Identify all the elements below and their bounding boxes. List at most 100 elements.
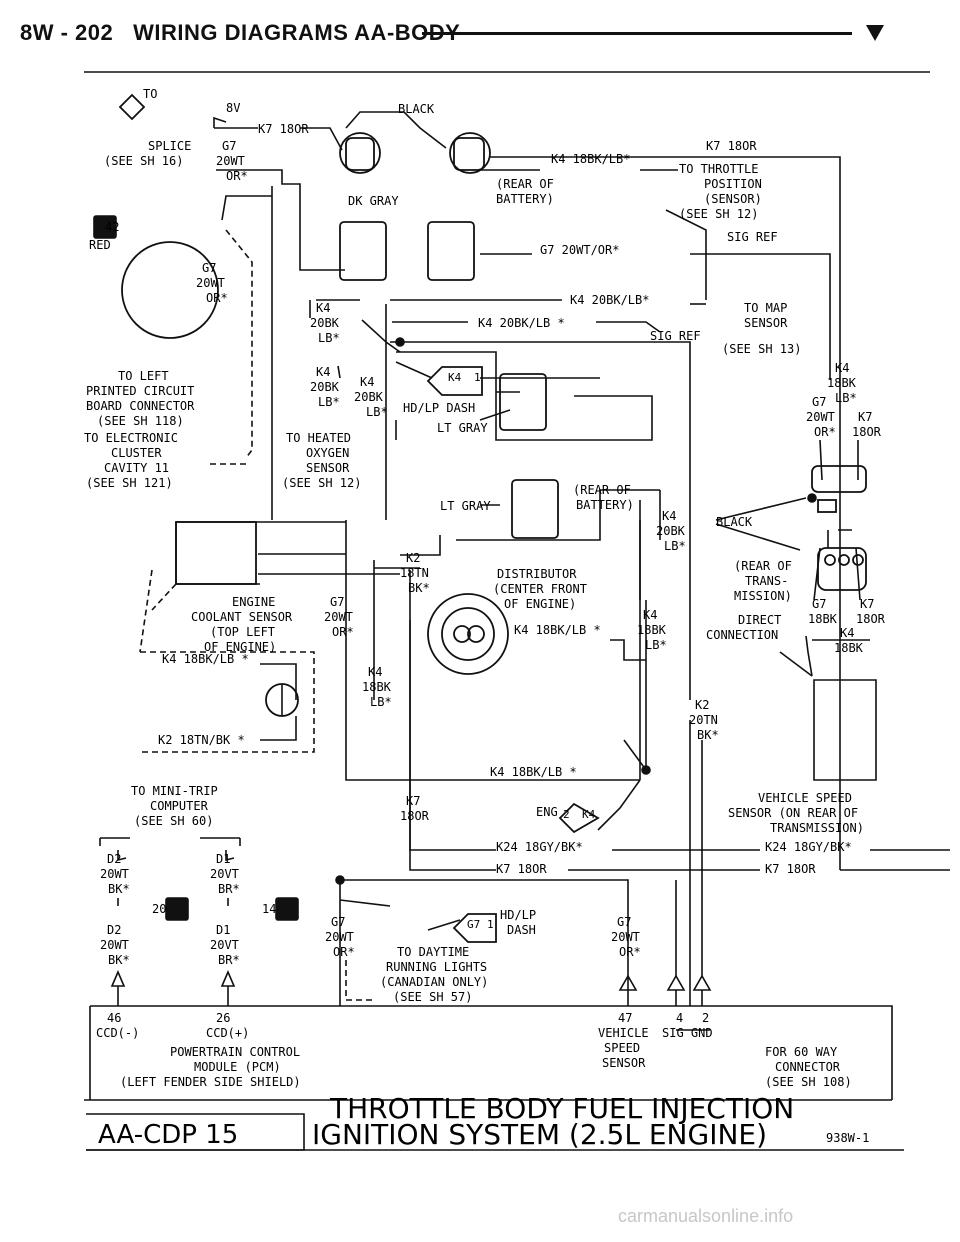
label-connector-42: 42 [105, 220, 119, 234]
label-18bk-h: 18BK [362, 680, 392, 694]
label-see-sh12-b: (SEE SH 12) [282, 476, 361, 490]
connector-42-icon [93, 215, 117, 239]
label-d1-b: D1 [216, 923, 230, 937]
label-engine: ENGINE [232, 595, 275, 609]
label-dk-gray: DK GRAY [348, 194, 399, 208]
label-computer: COMPUTER [150, 799, 209, 813]
pin-pin-1-a: 1 [474, 371, 481, 384]
label-20vt-a: 20VT [210, 867, 239, 881]
label-speed: SPEED [604, 1041, 640, 1055]
label-oxygen: OXYGEN [306, 446, 349, 460]
label-c14: 14 [262, 902, 276, 916]
label-hdlp-dash: HD/LP DASH [403, 401, 475, 415]
label-see-sh121: (SEE SH 121) [86, 476, 173, 490]
label-printed: PRINTED CIRCUIT [86, 384, 194, 398]
label-to: TO [143, 87, 157, 101]
label-g7a: G7 [222, 139, 236, 153]
label-18bk-d: 18BK [827, 376, 857, 390]
label-or-d: OR* [332, 625, 354, 639]
label-eng: ENG [536, 805, 558, 819]
label-k4-b: K4 [316, 365, 330, 379]
label-g7-e: G7 [812, 597, 826, 611]
label-to-map: TO MAP [744, 301, 787, 315]
label-powertrain: POWERTRAIN CONTROL [170, 1045, 300, 1059]
label-lb-c: LB* [366, 405, 388, 419]
label-ccd-plus: CCD(+) [206, 1026, 249, 1040]
label-20tn: 20TN [689, 713, 718, 727]
label-or-f: OR* [333, 945, 355, 959]
label-or-b: OR* [206, 291, 228, 305]
label-20bk-c: 20BK [354, 390, 384, 404]
label-k4-g: K4 [840, 626, 854, 640]
label-board: BOARD CONNECTOR [86, 399, 195, 413]
label-20wt-g: 20WT [611, 930, 640, 944]
label-to-mini: TO MINI-TRIP [131, 784, 218, 798]
label-distributor: DISTRIBUTOR [497, 567, 577, 581]
label-p26: 26 [216, 1011, 230, 1025]
label-d2-b: D2 [107, 923, 121, 937]
label-see-sh57: (SEE SH 57) [393, 990, 472, 1004]
label-or-g: OR* [619, 945, 641, 959]
label-to-throttle: TO THROTTLE [679, 162, 758, 176]
label-direct: DIRECT [738, 613, 781, 627]
pin-pin-2: 2 [563, 808, 570, 821]
label-k4-18bk-lb-e: K4 18BK/LB * [490, 765, 577, 779]
label-g7b: G7 [202, 261, 216, 275]
label-20bk-a: 20BK [310, 316, 340, 330]
label-20wt-c: 20WT [806, 410, 835, 424]
label-black-b: BLACK [716, 515, 753, 529]
label-connector-b: CONNECTOR [775, 1060, 841, 1074]
label-k7-180r-r: K7 18OR [706, 139, 757, 153]
label-rear-of-c: (REAR OF [734, 559, 792, 573]
label-d2-a: D2 [107, 852, 121, 866]
page-title: WIRING DIAGRAMS AA-BODY [133, 20, 461, 45]
label-k7-18or-h: K7 18OR [765, 862, 816, 876]
label-18bk-e: 18BK [808, 612, 838, 626]
label-lb-a: LB* [318, 331, 340, 345]
label-or-a: OR* [226, 169, 248, 183]
label-coolant: COOLANT SENSOR [191, 610, 293, 624]
label-ccd-minus: CCD(-) [96, 1026, 139, 1040]
header-rule [422, 32, 852, 35]
label-dash-b: DASH [507, 923, 536, 937]
label-k7-180r-top: K7 18OR [258, 122, 309, 136]
watermark: carmanualsonline.info [618, 1206, 794, 1226]
label-20wt-d: 20WT [324, 610, 353, 624]
label-lb-f: LB* [645, 638, 667, 652]
label-sig-ref: SIG REF [727, 230, 778, 244]
label-k4-c: K4 [360, 375, 374, 389]
label-k4-f: K4 [643, 608, 657, 622]
label-20bk-e: 20BK [656, 524, 686, 538]
pin-pin-k4-b: K4 [582, 808, 596, 821]
label-20wt-h: 20WT [100, 938, 129, 952]
label-20wt-b: 20WT [196, 276, 225, 290]
label-of-engine-b: OF ENGINE) [204, 640, 276, 654]
label-br-a: BR* [218, 882, 240, 896]
distributor [427, 593, 509, 675]
label-red: RED [89, 238, 111, 252]
map-sensor-connector [427, 221, 475, 281]
label-splice: SPLICE [148, 139, 191, 153]
label-cavity11: CAVITY 11 [104, 461, 169, 475]
throttle-position-connector [339, 221, 387, 281]
label-bk-a: BK* [408, 581, 430, 595]
label-lt-gray-a: LT GRAY [437, 421, 488, 435]
label-g7-f: G7 [331, 915, 345, 929]
label-lb-e: LB* [664, 539, 686, 553]
label-or-c: OR* [814, 425, 836, 439]
label-k4-18bk-lb-c: K4 18BK/LB * [514, 623, 601, 637]
label-see-sh16: (SEE SH 16) [104, 154, 183, 168]
label-hdlp-a: HD/LP [500, 908, 536, 922]
label-sig-ref-b: SIG REF [650, 329, 701, 343]
pin-pin-k4-1-a: K4 [448, 371, 462, 384]
label-sensor-c: SENSOR [306, 461, 350, 475]
label-k7-f: K7 [406, 794, 420, 808]
label-see-sh12-a: (SEE SH 12) [679, 207, 758, 221]
label-k4-e: K4 [662, 509, 676, 523]
label-see-sh13: (SEE SH 13) [722, 342, 801, 356]
label-lb-d: LB* [835, 391, 857, 405]
label-k7-e: K7 [860, 597, 874, 611]
label-20wt-f: 20WT [325, 930, 354, 944]
figure-number: 938W-1 [826, 1131, 869, 1145]
label-18or-f: 18OR [400, 809, 430, 823]
